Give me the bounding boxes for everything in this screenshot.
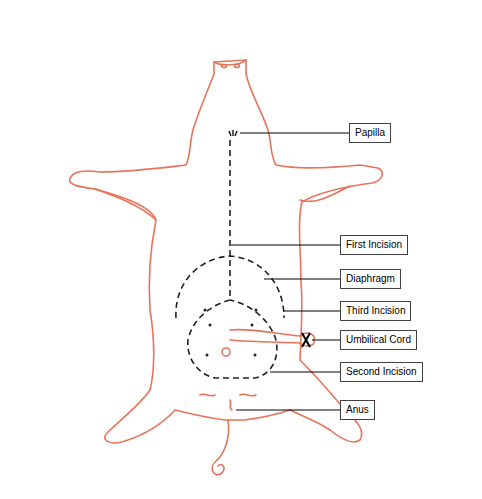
label-text: Third Incision	[346, 305, 405, 317]
label-box: Anus	[340, 400, 375, 420]
label-box: Papilla	[349, 123, 391, 143]
label-text: Umbilical Cord	[346, 334, 411, 346]
label-box: Third Incision	[340, 301, 411, 321]
label-text: Second Incision	[346, 366, 417, 378]
label-box: Umbilical Cord	[340, 330, 417, 350]
label-box: Diaphragm	[340, 269, 401, 289]
label-text: Anus	[346, 404, 369, 416]
label-box: First Incision	[340, 235, 408, 255]
label-box: Second Incision	[340, 362, 423, 382]
label-text: Diaphragm	[346, 273, 395, 285]
label-text: First Incision	[346, 239, 402, 251]
label-text: Papilla	[355, 127, 385, 139]
